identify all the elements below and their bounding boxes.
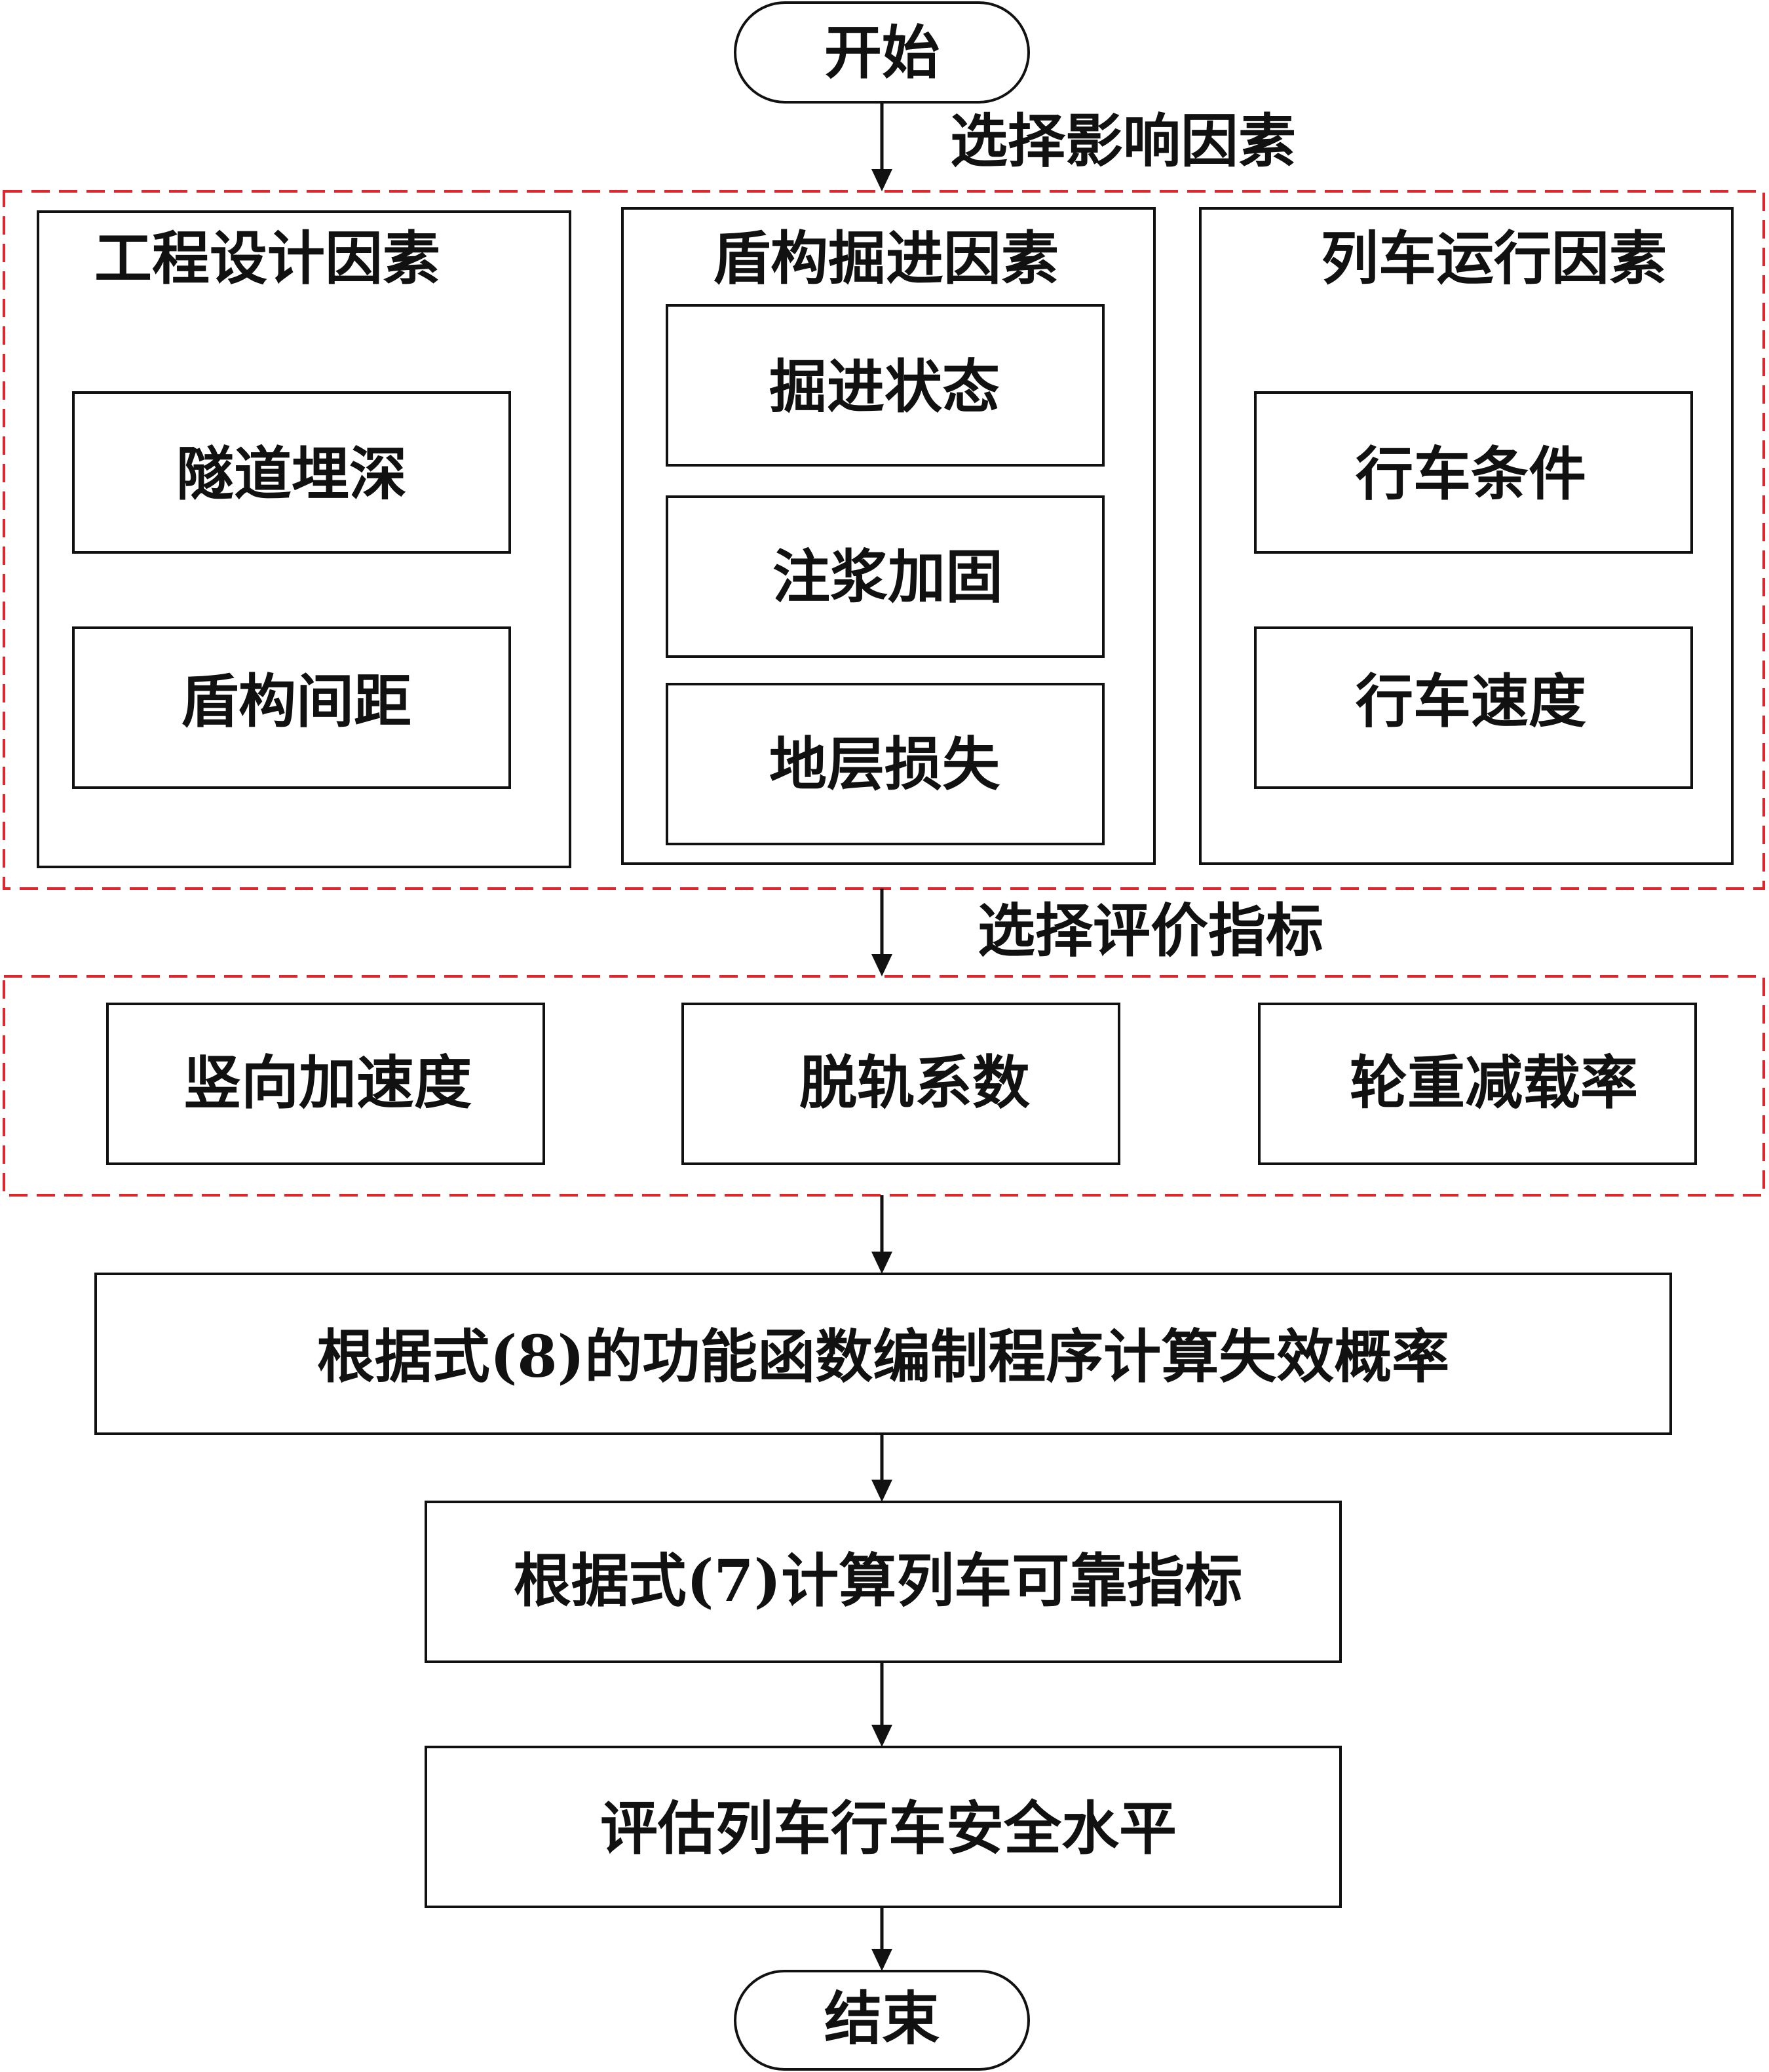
arrow-start-to-factors (871, 102, 892, 191)
factor-label: 地层损失 (769, 730, 1000, 798)
start-node: 开始 (734, 1, 1030, 104)
indicator-vertical-acceleration: 竖向加速度 (106, 1003, 545, 1165)
end-node: 结束 (734, 1970, 1030, 2071)
arrow-step3-to-end (871, 1907, 892, 1971)
factor-label: 行车速度 (1356, 667, 1586, 735)
factor-box (72, 391, 511, 554)
factor-label: 行车条件 (1356, 440, 1586, 508)
factor-box (1254, 391, 1693, 554)
edge-label-select-factors: 选择影响因素 (950, 107, 1296, 175)
arrow-step1-to-step2 (871, 1434, 892, 1502)
factor-group-train: 列车运行因素 行车条件 行车速度 (1199, 207, 1734, 865)
factor-box (1254, 626, 1693, 789)
indicator-label: 脱轨系数 (799, 1048, 1030, 1117)
arrow-indicators-to-step1 (871, 1195, 892, 1274)
group-title: 列车运行因素 (1321, 224, 1667, 292)
factor-group-engineering: 工程设计因素 隧道埋深 盾构间距 (37, 210, 571, 868)
factor-box (666, 304, 1105, 467)
factor-label: 注浆加固 (772, 543, 1003, 611)
indicator-label: 竖向加速度 (183, 1048, 472, 1117)
group-title: 工程设计因素 (94, 224, 440, 292)
edge-label-select-indicators: 选择评价指标 (978, 896, 1323, 965)
indicator-wheel-unloading-rate: 轮重减载率 (1258, 1003, 1697, 1165)
step-assess-safety-level: 评估列车行车安全水平 (425, 1746, 1342, 1908)
end-label: 结束 (824, 1984, 940, 2052)
step-label: 根据式(8)的功能函数编制程序计算失效概率 (317, 1322, 1450, 1391)
factor-box (666, 683, 1105, 845)
step-compute-reliability-index: 根据式(7)计算列车可靠指标 (425, 1501, 1342, 1663)
arrow-step2-to-step3 (871, 1662, 892, 1747)
factor-box (666, 495, 1105, 658)
indicator-label: 轮重减载率 (1350, 1048, 1638, 1117)
step-label: 根据式(7)计算列车可靠指标 (514, 1546, 1243, 1615)
step-label: 评估列车行车安全水平 (600, 1794, 1177, 1862)
factors-region (3, 190, 1765, 890)
factor-group-shield: 盾构掘进因素 掘进状态 注浆加固 地层损失 (621, 207, 1156, 865)
factor-box (72, 626, 511, 789)
group-title: 盾构掘进因素 (713, 224, 1059, 292)
factor-label: 隧道埋深 (176, 440, 407, 508)
start-label: 开始 (824, 18, 940, 86)
factor-label: 掘进状态 (769, 353, 1000, 421)
factor-label: 盾构间距 (181, 667, 411, 735)
indicator-derailment-coefficient: 脱轨系数 (681, 1003, 1120, 1165)
arrow-factors-to-indicators (871, 889, 892, 976)
step-compute-failure-probability: 根据式(8)的功能函数编制程序计算失效概率 (94, 1273, 1672, 1435)
